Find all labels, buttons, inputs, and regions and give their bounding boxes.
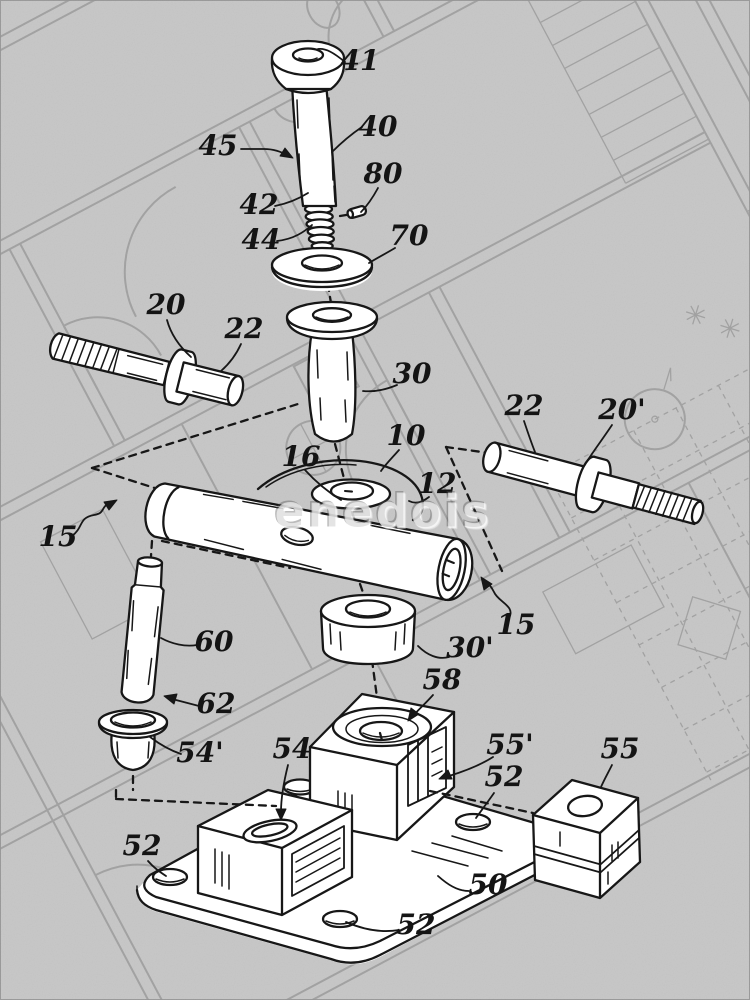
part-label-30: 30 — [393, 357, 432, 390]
part-label-62: 62 — [197, 687, 236, 720]
part-label-55: 55 — [601, 732, 640, 765]
part-label-52: 52 — [123, 829, 162, 862]
leader-10 — [380, 449, 400, 472]
part-label-42: 42 — [240, 188, 279, 221]
leader-52-left — [147, 860, 167, 877]
kingpin-bolt-drawing — [270, 39, 368, 251]
leader-50 — [437, 875, 470, 892]
part-label-80: 80 — [363, 157, 403, 190]
part-label-22: 22 — [224, 312, 264, 345]
part-label-40: 40 — [359, 110, 398, 143]
leader-62 — [175, 699, 200, 707]
kingpin-boss-sweep — [256, 459, 424, 522]
leader-22-right — [523, 420, 536, 453]
leader-52-right — [475, 792, 495, 819]
part-label-70: 70 — [390, 219, 429, 252]
part-label-15: 15 — [497, 608, 536, 641]
leader-41 — [317, 48, 346, 63]
part-label-55': 55' — [486, 728, 534, 761]
leader-20-prime — [583, 424, 613, 467]
pedestal-54-drawing — [196, 788, 354, 917]
part-label-12: 12 — [418, 467, 457, 500]
leader-70 — [368, 247, 396, 264]
part-label-50: 50 — [469, 868, 508, 901]
leader-44 — [276, 224, 313, 242]
part-label-15: 15 — [39, 520, 78, 553]
kingpin-boss-58-drawing — [308, 692, 456, 842]
part-label-52: 52 — [397, 908, 436, 941]
part-label-22: 22 — [504, 389, 544, 422]
leader-12 — [408, 496, 430, 504]
leader-42 — [274, 192, 309, 207]
bushing-30p-drawing — [319, 593, 417, 666]
axle-stud-right-drawing — [482, 441, 705, 526]
leader-80 — [360, 187, 379, 213]
part-label-10: 10 — [387, 419, 426, 452]
part-label-44: 44 — [242, 223, 281, 256]
washer-70-drawing — [270, 246, 374, 291]
part-label-60: 60 — [195, 625, 234, 658]
part-label-58: 58 — [423, 663, 462, 696]
part-label-41: 41 — [341, 44, 380, 77]
leader-15-left — [71, 502, 111, 537]
part-label-20: 20 — [146, 288, 186, 321]
cube-55-drawing — [531, 778, 642, 900]
part-label-52: 52 — [485, 760, 524, 793]
leader-40 — [331, 126, 363, 153]
part-label-20': 20' — [597, 393, 646, 426]
pivot-cup-54p-drawing — [97, 708, 169, 772]
part-label-16: 16 — [282, 440, 321, 473]
leader-52-bottom — [345, 921, 400, 932]
leader-60 — [160, 637, 198, 647]
leader-55-prime — [448, 756, 494, 777]
leader-30-prime — [417, 645, 450, 659]
kingpin-head-recess — [291, 47, 325, 63]
axle-stud-left-drawing — [49, 332, 245, 407]
part-label-45: 45 — [199, 129, 238, 162]
slot-55p — [407, 726, 447, 807]
leader-16 — [304, 469, 342, 501]
part-label-30': 30' — [446, 631, 494, 664]
part-label-54': 54' — [176, 736, 224, 769]
hanger-10-drawing — [144, 459, 474, 602]
pivot-pin-60-drawing — [120, 556, 165, 704]
leader-lines — [71, 48, 613, 932]
bushing-30-drawing — [285, 300, 379, 443]
alignment-dashed-lines — [114, 731, 535, 815]
leader-22-left — [220, 343, 242, 372]
pin-80 — [346, 204, 368, 220]
leader-54-prime — [149, 736, 182, 755]
part-label-54: 54 — [273, 732, 312, 765]
leader-30 — [362, 384, 398, 393]
cube-55-hole — [566, 794, 604, 818]
leader-55 — [600, 764, 613, 788]
leader-20 — [166, 319, 192, 358]
